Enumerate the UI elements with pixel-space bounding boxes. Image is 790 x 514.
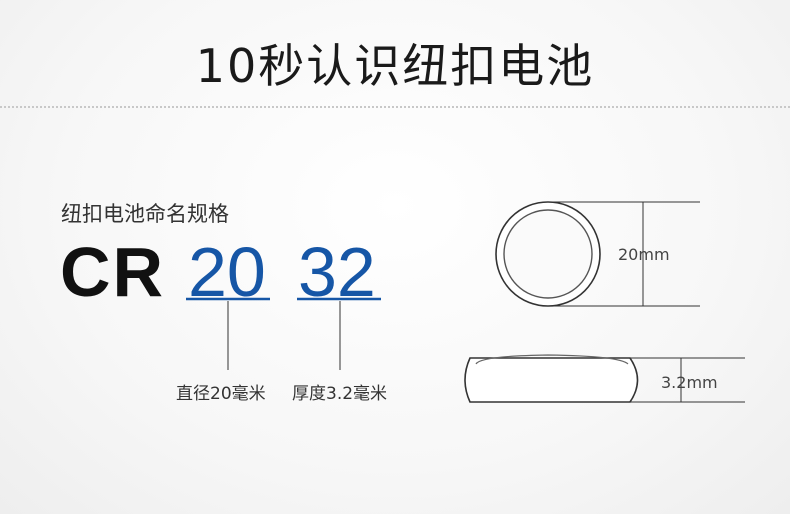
diameter-label: 直径20毫米	[176, 384, 266, 404]
dimension-thickness: 3.2mm	[661, 373, 718, 392]
battery-inner-face	[503, 209, 593, 299]
thickness-label: 厚度3.2毫米	[292, 384, 388, 404]
dimension-diameter: 20mm	[618, 245, 670, 264]
code-callouts	[186, 297, 381, 370]
page-title: 10秒认识纽扣电池	[195, 39, 595, 93]
battery-side-lip	[475, 354, 629, 365]
battery-top-view: 20mm	[495, 201, 700, 307]
battery-side-body	[464, 357, 639, 403]
title-divider	[0, 106, 790, 108]
code-prefix: CR	[60, 233, 166, 311]
battery-side-view: 3.2mm	[464, 354, 745, 403]
naming-spec-heading: 纽扣电池命名规格	[61, 202, 229, 226]
